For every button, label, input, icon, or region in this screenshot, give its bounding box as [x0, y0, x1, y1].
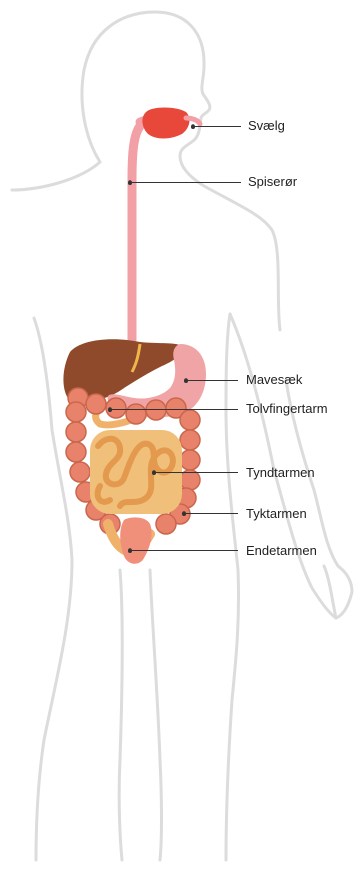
- label-stomach: Mavesæk: [246, 372, 302, 387]
- label-esophagus: Spiserør: [248, 174, 297, 189]
- label-large-intestine: Tyktarmen: [246, 506, 307, 521]
- label-duodenum: Tolvfingertarm: [246, 401, 328, 416]
- rectum: [120, 517, 151, 563]
- leader-small-intestine: [154, 472, 238, 473]
- label-rectum: Endetarmen: [246, 543, 317, 558]
- label-pharynx: Svælg: [248, 118, 285, 133]
- label-small-intestine: Tyndtarmen: [246, 465, 315, 480]
- leader-duodenum: [110, 409, 238, 410]
- leader-esophagus: [130, 182, 241, 183]
- esophagus: [132, 126, 140, 340]
- leader-rectum: [130, 550, 238, 551]
- leader-stomach: [186, 380, 238, 381]
- leader-pharynx: [193, 126, 241, 127]
- pharynx-organ: [142, 108, 200, 139]
- leader-large-intestine: [184, 513, 238, 514]
